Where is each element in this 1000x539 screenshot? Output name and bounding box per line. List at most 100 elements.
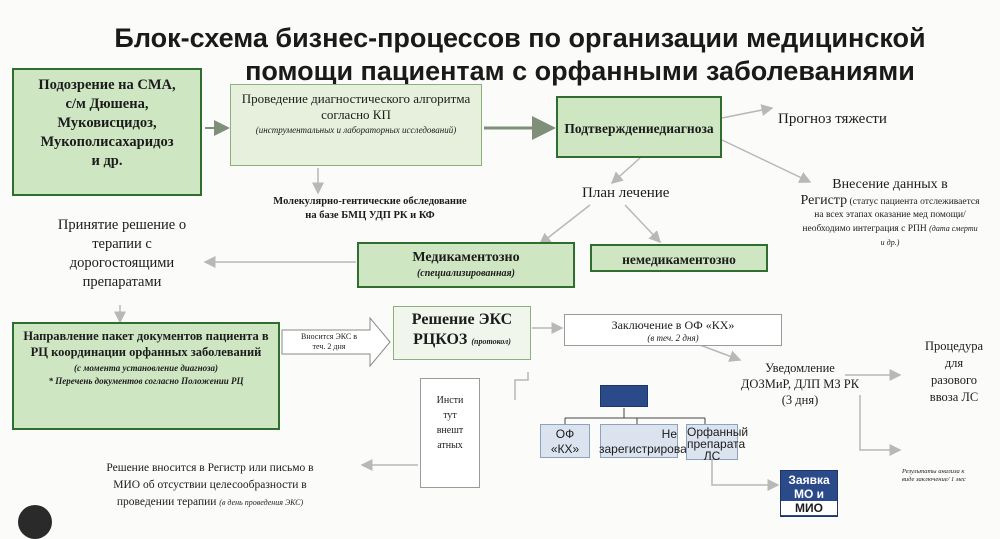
of-kh-box: ОФ «КХ»	[540, 424, 590, 458]
institute-line: Инсти	[436, 395, 464, 406]
block-arrow-referral-eks	[281, 316, 391, 368]
registry-text: Внесение данных в Регистр (статус пациен…	[800, 176, 980, 250]
decision-text: Принятие решение о терапии с дорогостоящ…	[22, 216, 222, 292]
medication-main: Медикаментозно	[412, 250, 520, 265]
conclusion-main: Заключение в ОФ «КХ»	[611, 318, 735, 332]
arrow-label: Вносится ЭКС в теч. 2 дня	[285, 332, 373, 352]
molecular-line-1: Молекулярно-гентические обследование	[273, 196, 467, 207]
institute-line: атных	[437, 440, 463, 451]
results-line-1: Результаты анализа к	[902, 468, 965, 475]
registry-main-b: Регистр	[800, 193, 848, 208]
decision-line: дорогостоящими	[69, 255, 175, 271]
title-line-2: помощи пациентам с орфанными заболевания…	[245, 56, 915, 86]
registry-decision-line-3: проведении терапии	[116, 496, 217, 508]
registry-note-b: РПН	[907, 224, 927, 234]
procedure-line: ввоза ЛС	[929, 390, 979, 404]
institute-line: внешт	[436, 425, 464, 436]
registry-decision-line-1: Решение вносится в Регистр или письмо в	[106, 462, 314, 474]
eks-note: (протокол)	[471, 337, 511, 346]
registry-decision-note: (в день проведения ЭКС)	[219, 498, 304, 507]
eks-decision-box: Решение ЭКС РЦКОЗ (протокол)	[393, 306, 531, 360]
arrow-plan-medication	[538, 204, 591, 245]
prognosis-text: Прогноз тяжести	[778, 110, 887, 128]
notice-line-1: Уведомление	[765, 361, 835, 375]
arrow-confirmed-prognosis	[721, 104, 774, 119]
diagnostic-note: (инструментальных и лабораторных исследо…	[255, 125, 457, 135]
arrow-confirmed-plan	[610, 157, 641, 184]
nonmedication-label: немедикаментозно	[622, 252, 736, 267]
suspicion-box: Подозрение на СМА, с/м Дюшена, Муковисци…	[12, 68, 202, 196]
referral-box: Направление пакет документов пациента в …	[12, 322, 280, 430]
registry-body: Регистр (статус пациента отслеживается н…	[800, 194, 980, 250]
not-registered-line-2: зарегистрированные	[599, 442, 716, 456]
suspicion-line: Подозрение на СМА,	[38, 77, 176, 93]
registry-decision-line-2: МИО об отсуствии целесообразности в	[113, 479, 307, 491]
not-registered-line-1: Не	[661, 427, 677, 441]
suspicion-line: Мукополисахаридоз	[40, 134, 174, 150]
suspicion-line: и др.	[91, 153, 123, 169]
title-line-1: Блок-схема бизнес-процессов по организац…	[114, 23, 926, 53]
confirmed-diagnosis-box: Подтверждениедиагноза	[556, 96, 722, 158]
institute-line: тут	[443, 410, 457, 421]
decision-line: Принятие решение о	[57, 217, 187, 233]
registry-note-a: (статус пациента отслеживается на всех э…	[802, 197, 980, 234]
notice-line-2: ДОЗМиР, ДЛП МЗ РК	[740, 377, 860, 391]
application-line-1: Заявка	[788, 473, 830, 487]
procedure-line: для	[944, 356, 964, 370]
eks-line-1: Решение ЭКС	[411, 311, 513, 328]
decision-line: препаратами	[82, 274, 162, 290]
procedure-line: разового	[930, 373, 978, 387]
corner-decoration	[18, 505, 52, 539]
nonmedication-box: немедикаментозно	[590, 244, 768, 272]
application-line-2: МО и	[793, 487, 825, 501]
arrow-label-2: теч. 2 дня	[312, 342, 346, 351]
registry-note-c: (дата смерти и др.)	[880, 224, 978, 247]
treatment-plan-label: План лечение	[582, 185, 670, 201]
registry-decision-text: Решение вносится в Регистр или письмо в …	[60, 460, 360, 511]
suspicion-line: Муковисцидоз,	[57, 115, 157, 131]
step-bracket	[514, 372, 529, 400]
prognosis-label: Прогноз тяжести	[778, 111, 887, 127]
suspicion-line: с/м Дюшена,	[65, 96, 149, 112]
registry-decision-line-3-wrap: проведении терапии (в день проведения ЭК…	[60, 494, 360, 511]
referral-note-1: (с момента установление диагноза)	[73, 363, 219, 373]
referral-main: Направление пакет документов пациента в …	[23, 329, 269, 359]
notice-text: Уведомление ДОЗМиР, ДЛП МЗ РК (3 дня)	[735, 360, 865, 408]
treatment-plan-text: План лечение	[582, 184, 669, 202]
results-text: Результаты анализа к виде заключение/ 1 …	[902, 468, 1000, 484]
molecular-text: Молекулярно-гентические обследование на …	[230, 195, 510, 223]
decision-line: терапии с	[92, 236, 152, 252]
eks-line-2-wrap: РЦКОЗ (протокол)	[394, 330, 530, 352]
orphan-line-3: ЛС	[703, 449, 721, 463]
conclusion-note: (в теч. 2 дня)	[647, 333, 699, 343]
application-line-3: МИО	[781, 501, 837, 515]
diagnostic-main: Проведение диагностического алгоритма со…	[241, 91, 471, 122]
not-registered-box: Не зарегистрированные	[599, 424, 716, 458]
of-kh-line-2: «КХ»	[550, 442, 580, 456]
orphan-drug-box: Орфанный препарата ЛС	[686, 424, 749, 463]
of-kh-line-1: ОФ	[555, 427, 575, 441]
arrow-notice-results	[859, 395, 902, 456]
notice-line-3: (3 дня)	[781, 393, 819, 407]
procedure-line: Процедура	[924, 339, 983, 353]
arrow-conclusion-notice	[699, 344, 742, 362]
referral-note-2: * Перечень документов согласно Положении…	[48, 376, 244, 386]
conclusion-box: Заключение в ОФ «КХ» (в теч. 2 дня)	[564, 314, 782, 346]
connector-lines	[114, 104, 902, 491]
procedure-text: Процедура для разового ввоза ЛС	[912, 338, 996, 406]
arrow-orphan-application	[711, 455, 780, 491]
eks-line-2: РЦКОЗ	[413, 331, 468, 348]
confirmed-diagnosis-label: Подтверждениедиагноза	[564, 121, 714, 136]
results-line-2: виде заключение/ 1 мес	[902, 476, 966, 483]
orphan-line-1: Орфанный	[687, 425, 749, 439]
registry-main-a: Внесение данных в	[832, 177, 948, 192]
diagnostic-box: Проведение диагностического алгоритма со…	[230, 84, 482, 166]
blue-tree-node	[600, 385, 648, 407]
orphan-line-2: препарата	[687, 437, 746, 451]
arrow-confirmed-registry	[721, 139, 812, 183]
arrow-plan-nonmedication	[624, 204, 662, 244]
application-box: Заявка МО и МИО	[780, 470, 838, 517]
arrow-label-1: Вносится ЭКС в	[300, 332, 357, 341]
page-title: Блок-схема бизнес-процессов по организац…	[60, 22, 980, 88]
molecular-line-2: на базе БМЦ УДП РК и КФ	[305, 210, 435, 221]
